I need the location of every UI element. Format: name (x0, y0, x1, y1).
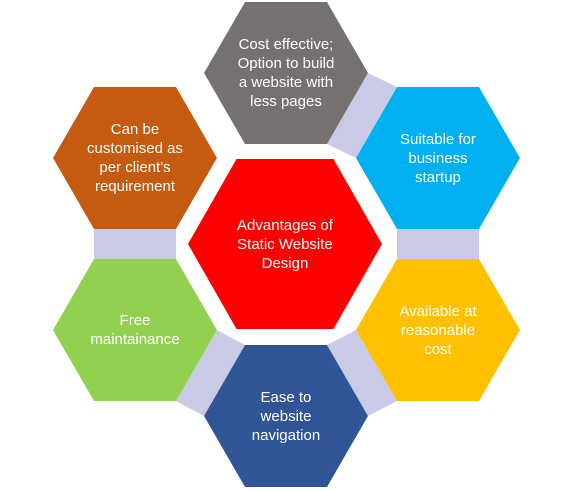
reasonable-cost-label: Available at reasonable cost (399, 302, 477, 358)
hex-reasonable-cost (356, 259, 520, 401)
business-startup-label: Suitable for business startup (400, 130, 476, 186)
connector-3 (327, 330, 397, 416)
hex-cost-effective (204, 2, 368, 144)
customisable-label: Can be customised as per client's requir… (87, 121, 183, 195)
connector-2 (397, 229, 479, 259)
free-maintenance-label: Free maintainance (90, 312, 180, 348)
hex-business-startup (356, 87, 520, 229)
easy-navigation-label: Ease to website navigation (251, 388, 321, 444)
cost-effective-label: Cost effective; Option to build a websit… (237, 36, 335, 110)
hex-easy-navigation (204, 345, 368, 487)
hex-free-maintenance (53, 259, 217, 401)
hex-center (188, 159, 382, 329)
connector-5 (94, 229, 176, 259)
hex-customisable (53, 87, 217, 229)
center-hex-label: Advantages of Static Website Design (237, 216, 333, 272)
connector-1 (327, 73, 397, 158)
connector-4 (176, 330, 245, 416)
